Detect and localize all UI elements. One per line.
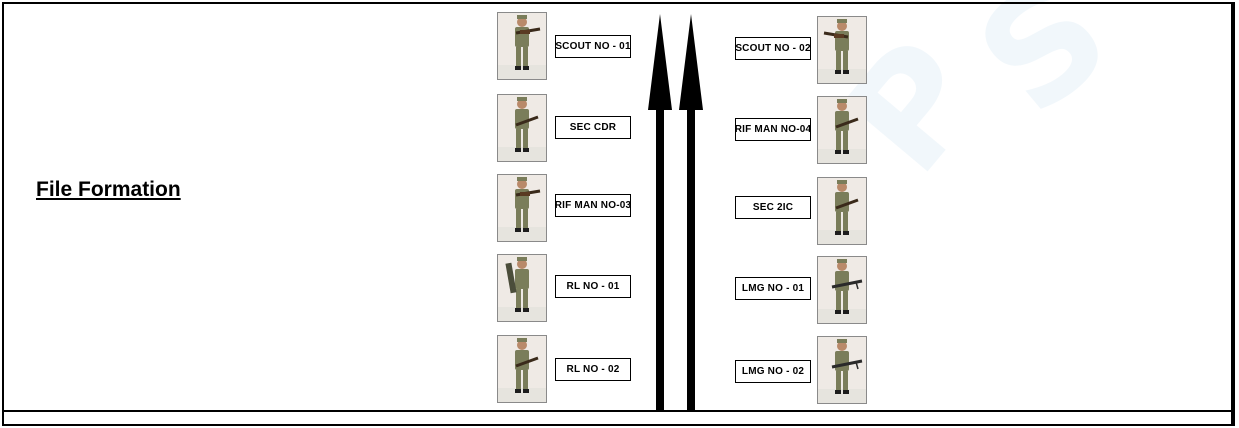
soldier-aiming-rifle-icon	[498, 175, 546, 241]
soldier-photo	[817, 336, 867, 404]
soldier-rocket-launcher-icon	[498, 255, 546, 321]
position-label: SCOUT NO - 01	[555, 35, 631, 58]
bottom-rule	[2, 410, 1235, 412]
position-label: SEC CDR	[555, 116, 631, 139]
soldier-photo	[817, 16, 867, 84]
position-label: RL NO - 02	[555, 358, 631, 381]
soldier-lmg-icon	[818, 337, 866, 403]
soldier-standing-rifle-icon	[498, 336, 546, 402]
soldier-aiming-rifle-icon	[818, 17, 866, 83]
soldier-photo	[497, 12, 547, 80]
section-heading: File Formation	[36, 178, 181, 202]
arrows-graphic	[640, 14, 730, 410]
soldier-aiming-rifle-icon	[498, 13, 546, 79]
position-label: RIF MAN NO-04	[735, 118, 811, 141]
position-label: SEC 2IC	[735, 196, 811, 219]
soldier-photo	[497, 335, 547, 403]
soldier-photo	[497, 174, 547, 242]
position-label: LMG NO - 02	[735, 360, 811, 383]
up-arrow-icon	[679, 14, 703, 410]
position-label: RIF MAN NO-03	[555, 194, 631, 217]
soldier-standing-rifle-icon	[818, 178, 866, 244]
position-label: RL NO - 01	[555, 275, 631, 298]
position-label: LMG NO - 01	[735, 277, 811, 300]
soldier-photo	[497, 254, 547, 322]
soldier-photo	[817, 96, 867, 164]
soldier-standing-rifle-icon	[818, 97, 866, 163]
soldier-photo	[817, 256, 867, 324]
position-label: SCOUT NO - 02	[735, 37, 811, 60]
right-divider	[1231, 2, 1233, 426]
soldier-lmg-icon	[818, 257, 866, 323]
soldier-standing-rifle-icon	[498, 95, 546, 161]
up-arrow-icon	[648, 14, 672, 410]
soldier-photo	[497, 94, 547, 162]
soldier-photo	[817, 177, 867, 245]
